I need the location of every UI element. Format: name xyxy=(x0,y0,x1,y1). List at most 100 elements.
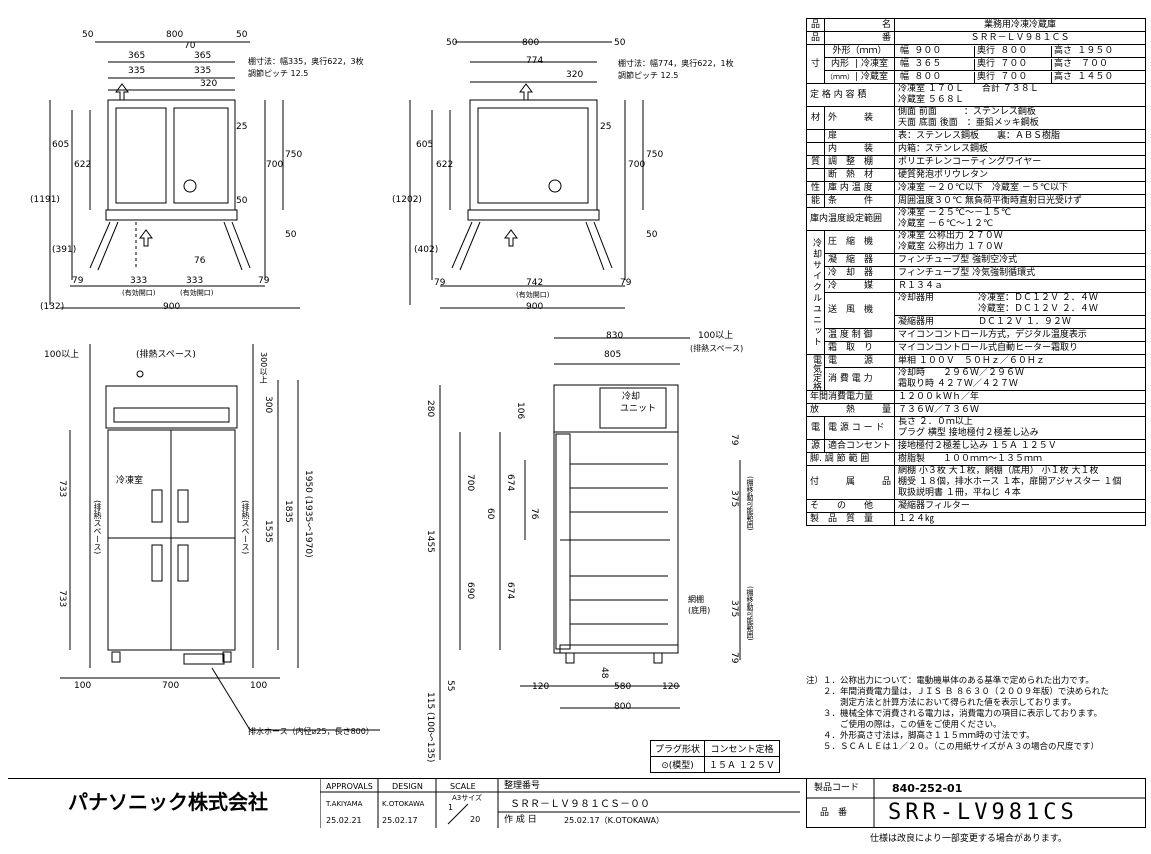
sec-375a: 375 xyxy=(729,490,739,508)
elev-300: 300 xyxy=(263,396,273,414)
plug-shape-label: (模型) xyxy=(668,761,694,771)
spec-row: 脚. 調 節 範 囲樹脂製 １００ｍｍ～１３５ｍｍ xyxy=(805,452,1147,466)
spec-cell: 外 装 xyxy=(823,106,896,130)
sec-115: 115 (100～135) xyxy=(425,692,435,763)
spec-cell: 外形（ｍｍ） xyxy=(823,44,896,58)
approvals-label: APPROVALS xyxy=(326,782,373,791)
spec-cell: 消 費 電 力 xyxy=(823,367,896,391)
elev-1950: 1950 (1935～1970) xyxy=(303,470,313,558)
dim-tr-750: 750 xyxy=(646,150,664,160)
dim-tr-622: 622 xyxy=(436,160,454,170)
sec-805: 805 xyxy=(604,350,622,360)
note-line: ご使用の際は，この値をご使用ください。 xyxy=(806,720,1002,730)
dim-tr-79a: 79 xyxy=(434,278,446,288)
fan-cond-value: ＤＣ１２Ｖ １．９２Ｗ xyxy=(978,316,1071,327)
spec-key: 品 xyxy=(806,31,825,45)
plug-rating: １５Ａ １２５Ｖ xyxy=(704,756,780,773)
front-opening-b: (有効開口) xyxy=(180,289,214,297)
spec-key: 番 xyxy=(823,31,896,45)
title-grid xyxy=(320,778,800,828)
spec-line: 凝縮器フィルター xyxy=(898,500,970,511)
note-line: ５．ＳＣＡＬＥは１／２０。（この用紙サイズがＡ３の場合の尺度です） xyxy=(806,742,1099,752)
dim-front-750: 750 xyxy=(285,150,303,160)
top-right-view xyxy=(409,41,644,309)
spec-cell: 寸 xyxy=(806,44,825,84)
dim-front-365a: 365 xyxy=(128,51,146,61)
spec-cell: 脚. 調 節 範 囲 xyxy=(805,452,896,466)
sec-60: 60 xyxy=(485,508,495,520)
dim-tr-320: 320 xyxy=(566,70,584,80)
scale-label: SCALE xyxy=(450,782,476,791)
spec-cell: マイコンコントロール方式，デジタル温度表示 xyxy=(894,328,1147,342)
spec-row: 材外 装側面 前面 ：ステンレス鋼板天面 底面 後面 ：亜鉛メッキ鋼板 xyxy=(806,106,1147,130)
dim-front-25: 25 xyxy=(236,122,248,132)
dim-front-605: 605 xyxy=(52,140,70,150)
spec-row-name: 品 名 業務用冷凍冷蔵庫 xyxy=(806,18,1147,32)
sec-76: 76 xyxy=(529,508,539,520)
dim-tr-605: 605 xyxy=(416,140,434,150)
product-code-label: 製品コード xyxy=(814,783,860,793)
notes-block: 注）１．公称出力について：電動機単体のある基準で定められた出力です。 ２．年間消… xyxy=(806,676,1146,753)
spec-line: 網棚 小３枚 大１枚，網棚（底用） 小１枚 大１枚 xyxy=(898,466,1099,477)
ref-number: ＳＲＲ－ＬＶ９８１ＣＳ－００ xyxy=(510,799,650,810)
sec-unit-label-2: ユニット xyxy=(620,404,657,414)
sec-exhaust: (排熱スペース) xyxy=(690,344,744,353)
elev-100a: 100 xyxy=(74,681,92,691)
dim-tr-900: 900 xyxy=(526,302,544,312)
spec-row-cooling: 温 度 制 御マイコンコントロール方式，デジタル温度表示 xyxy=(807,328,1147,342)
size-value: 奥行 ８００ xyxy=(974,45,1051,57)
spec-cell: 放 熱 量 xyxy=(805,403,896,417)
spec-table-body: 品 名 業務用冷凍冷蔵庫 品 番 ＳＲＲ－ＬＶ９８１ＣＳ 寸外形（ｍｍ）幅 ９０… xyxy=(805,18,1147,526)
spec-cell: 温 度 制 御 xyxy=(823,328,896,342)
scale-den: 20 xyxy=(470,815,481,824)
spec-line: フィンチューブ型 強制空冷式 xyxy=(898,254,1018,265)
sec-unit-label-1: 冷却 xyxy=(622,392,641,402)
dim-front-333a: 333 xyxy=(130,276,148,286)
fan-cool-label: 冷却器用 xyxy=(898,293,935,304)
spec-line: 周囲温度３０℃ 無負荷平衡時直射日光受けず xyxy=(898,195,1082,206)
spec-line: 取扱説明書 １冊，平ねじ ４本 xyxy=(898,488,1021,498)
sec-55: 55 xyxy=(445,680,455,692)
spec-cell: 能 xyxy=(806,194,825,208)
spec-cell: 材 xyxy=(806,106,825,130)
dim-tr-50c: 50 xyxy=(646,230,658,240)
spec-line: 硬質発泡ポリウレタン xyxy=(898,169,989,180)
tr-shelf-pitch: 調節ピッチ 12.5 xyxy=(618,71,679,80)
fan-cond-label: 凝縮器用 xyxy=(898,316,935,327)
spec-cell: 凝縮器用 ＤＣ１２Ｖ １．９２Ｗ xyxy=(894,315,1147,329)
sec-690: 690 xyxy=(465,582,475,600)
sec-wire-shelf: 網棚 xyxy=(688,595,704,604)
spec-line: 表：ステンレス鋼板 裏：ＡＢＳ樹脂 xyxy=(898,130,1061,141)
spec-cell: 電 源 コ ー ド xyxy=(823,416,896,440)
dim-front-320: 320 xyxy=(200,79,218,89)
front-view xyxy=(49,41,300,309)
size-value: 幅 ３６５ xyxy=(900,58,942,69)
spec-cell: 断 熱 材 xyxy=(823,168,896,182)
product-code-grid xyxy=(806,778,1146,828)
spec-line: ポリエチレンコーティングワイヤー xyxy=(898,156,1042,167)
elev-freezer-label: 冷凍室 xyxy=(116,476,144,486)
spec-cell xyxy=(806,168,825,182)
spec-cell: 凝 縮 器 xyxy=(823,253,896,267)
spec-cell: Ｒ１３４ａ xyxy=(894,279,1147,293)
spec-row-cooling: 冷 却 器フィンチューブ型 冷気強制循環式 xyxy=(807,266,1147,280)
dim-front-50b: 50 xyxy=(236,30,248,40)
spec-cell: 電 源 xyxy=(823,354,896,368)
tr-opening: (有効開口) xyxy=(516,291,550,299)
spec-cell: 性 xyxy=(806,181,825,195)
elevation-view xyxy=(60,344,380,731)
spec-line: 樹脂製 １００ｍｍ～１３５ｍｍ xyxy=(898,453,1043,464)
elev-100b: 100 xyxy=(250,681,268,691)
spec-row: 性庫 内 温 度冷凍室 －２０℃以下 冷蔵室 －５℃以下 xyxy=(806,181,1147,195)
size-value: 奥行 ７００ xyxy=(974,58,1051,70)
spec-value: ＳＲＲ－ＬＶ９８１ＣＳ xyxy=(894,31,1147,45)
spec-row-cooling: 霜 取 りマイコンコントロール式自動ヒーター霜取り xyxy=(807,341,1147,355)
